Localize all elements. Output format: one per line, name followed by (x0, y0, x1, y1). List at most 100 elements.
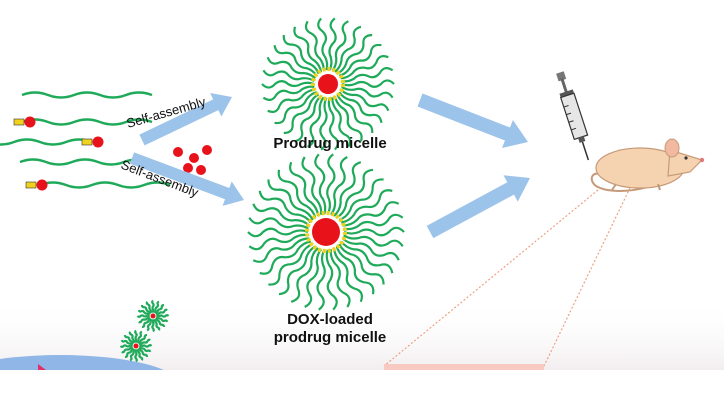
micelle-strand (304, 20, 325, 71)
micelle-strand (331, 20, 349, 72)
dox-molecule (173, 147, 183, 157)
micelle-strand (134, 329, 138, 343)
micelle-strand (267, 88, 316, 113)
background-fade (0, 300, 724, 370)
micelle-strand (247, 227, 309, 238)
micelle-strand (146, 318, 153, 332)
micelle-strand (153, 319, 161, 331)
micelle-strand (138, 316, 150, 324)
linker (81, 138, 93, 146)
micelle-strand (333, 95, 363, 142)
micelle-strand (259, 240, 311, 275)
micelle-strand (138, 333, 148, 345)
micelle-strand (330, 156, 348, 216)
micelle-strand (262, 69, 315, 83)
micelle-strand (326, 153, 336, 215)
micelle-strand (119, 344, 133, 348)
micelle-strand (151, 319, 155, 333)
micelle-strand (248, 233, 309, 251)
micelle-strand (156, 314, 170, 318)
free-dox-molecules (173, 145, 212, 175)
micelle-strand (151, 299, 155, 313)
micelle-strand (123, 334, 135, 344)
micelle-strand (316, 249, 326, 311)
self-assembly-arrow-bottom (129, 152, 244, 206)
micelle-strand (340, 240, 394, 274)
micelle-strand (314, 153, 327, 215)
micelle-strand (317, 17, 329, 71)
small-micelle-2 (119, 329, 153, 363)
micelle-core (133, 343, 139, 349)
micelle-strand (342, 237, 400, 261)
micelle-strand (154, 318, 166, 328)
micelle-strand (338, 43, 382, 77)
micelle-strand (128, 331, 136, 343)
micelle-strand (145, 301, 153, 313)
dox-molecule (189, 153, 199, 163)
micelle-strand (274, 91, 318, 125)
dox-loaded-label-line1: DOX-loaded (287, 311, 373, 328)
micelle-strand (329, 249, 351, 308)
micelle-strand (120, 339, 134, 346)
micelle-strand (282, 34, 320, 75)
dox-loaded-prodrug-micelle (247, 153, 405, 311)
micelle-strand (341, 189, 393, 224)
micelle-strand (129, 348, 136, 362)
micelle-strand (343, 226, 405, 237)
micelle-strand (304, 248, 322, 308)
self-assembly-arrow-top (139, 93, 232, 146)
micelle-strand (340, 88, 390, 112)
small-micelle-1 (136, 299, 170, 333)
micelle-strand (138, 346, 152, 353)
micelle-strand (136, 330, 143, 344)
micelle-core (150, 313, 156, 319)
micelle-strand (341, 79, 395, 88)
micelle-strand (343, 234, 404, 247)
prodrug-micelle-label: Prodrug micelle (273, 135, 386, 152)
dox-molecule (196, 165, 206, 175)
micelle-strand (153, 300, 160, 314)
micelle-strand (262, 85, 315, 101)
micelle-strand (124, 347, 134, 359)
micelle-strand (155, 316, 169, 323)
polymer-strand (39, 181, 171, 189)
micelle-strand (252, 203, 310, 227)
drug-head (24, 116, 36, 128)
micelle-strand (136, 314, 150, 318)
injection-arrow-bottom (426, 175, 530, 239)
micelle-strand (121, 346, 133, 354)
micelle-strand (334, 25, 362, 73)
micelle-strand (336, 33, 373, 75)
micelle-strand (340, 55, 389, 80)
tumor-panel-edge (384, 364, 544, 370)
linker-shell (311, 67, 345, 101)
micelle-strand (341, 67, 394, 83)
micelle-strand (139, 338, 151, 346)
micelle-strand (342, 201, 400, 227)
zoom-guide-right (543, 187, 631, 367)
micelle-strand (139, 344, 153, 348)
micelle-strand (328, 17, 337, 71)
micelle-core (312, 218, 340, 246)
micelle-strand (258, 190, 312, 224)
micelle-strand (156, 308, 168, 316)
micelle-strand (319, 97, 328, 151)
micelle-strand (325, 249, 338, 311)
micelle-strand (289, 161, 320, 217)
micelle-strand (248, 217, 309, 230)
micelle-strand (336, 168, 374, 219)
polymer-strand (0, 138, 93, 146)
micelle-strand (134, 349, 138, 363)
micelle-strand (137, 309, 151, 316)
micelle-strand (140, 304, 152, 314)
bottom-mask (0, 370, 724, 407)
mouse-icon (590, 138, 705, 192)
polymer-strand (19, 158, 151, 166)
dox-molecule (202, 145, 212, 155)
micelle-strand (136, 349, 144, 361)
dox-molecule (183, 163, 193, 173)
micelle-strand (155, 303, 165, 315)
micelle-strand (341, 85, 394, 99)
micelle-strand (332, 247, 363, 303)
